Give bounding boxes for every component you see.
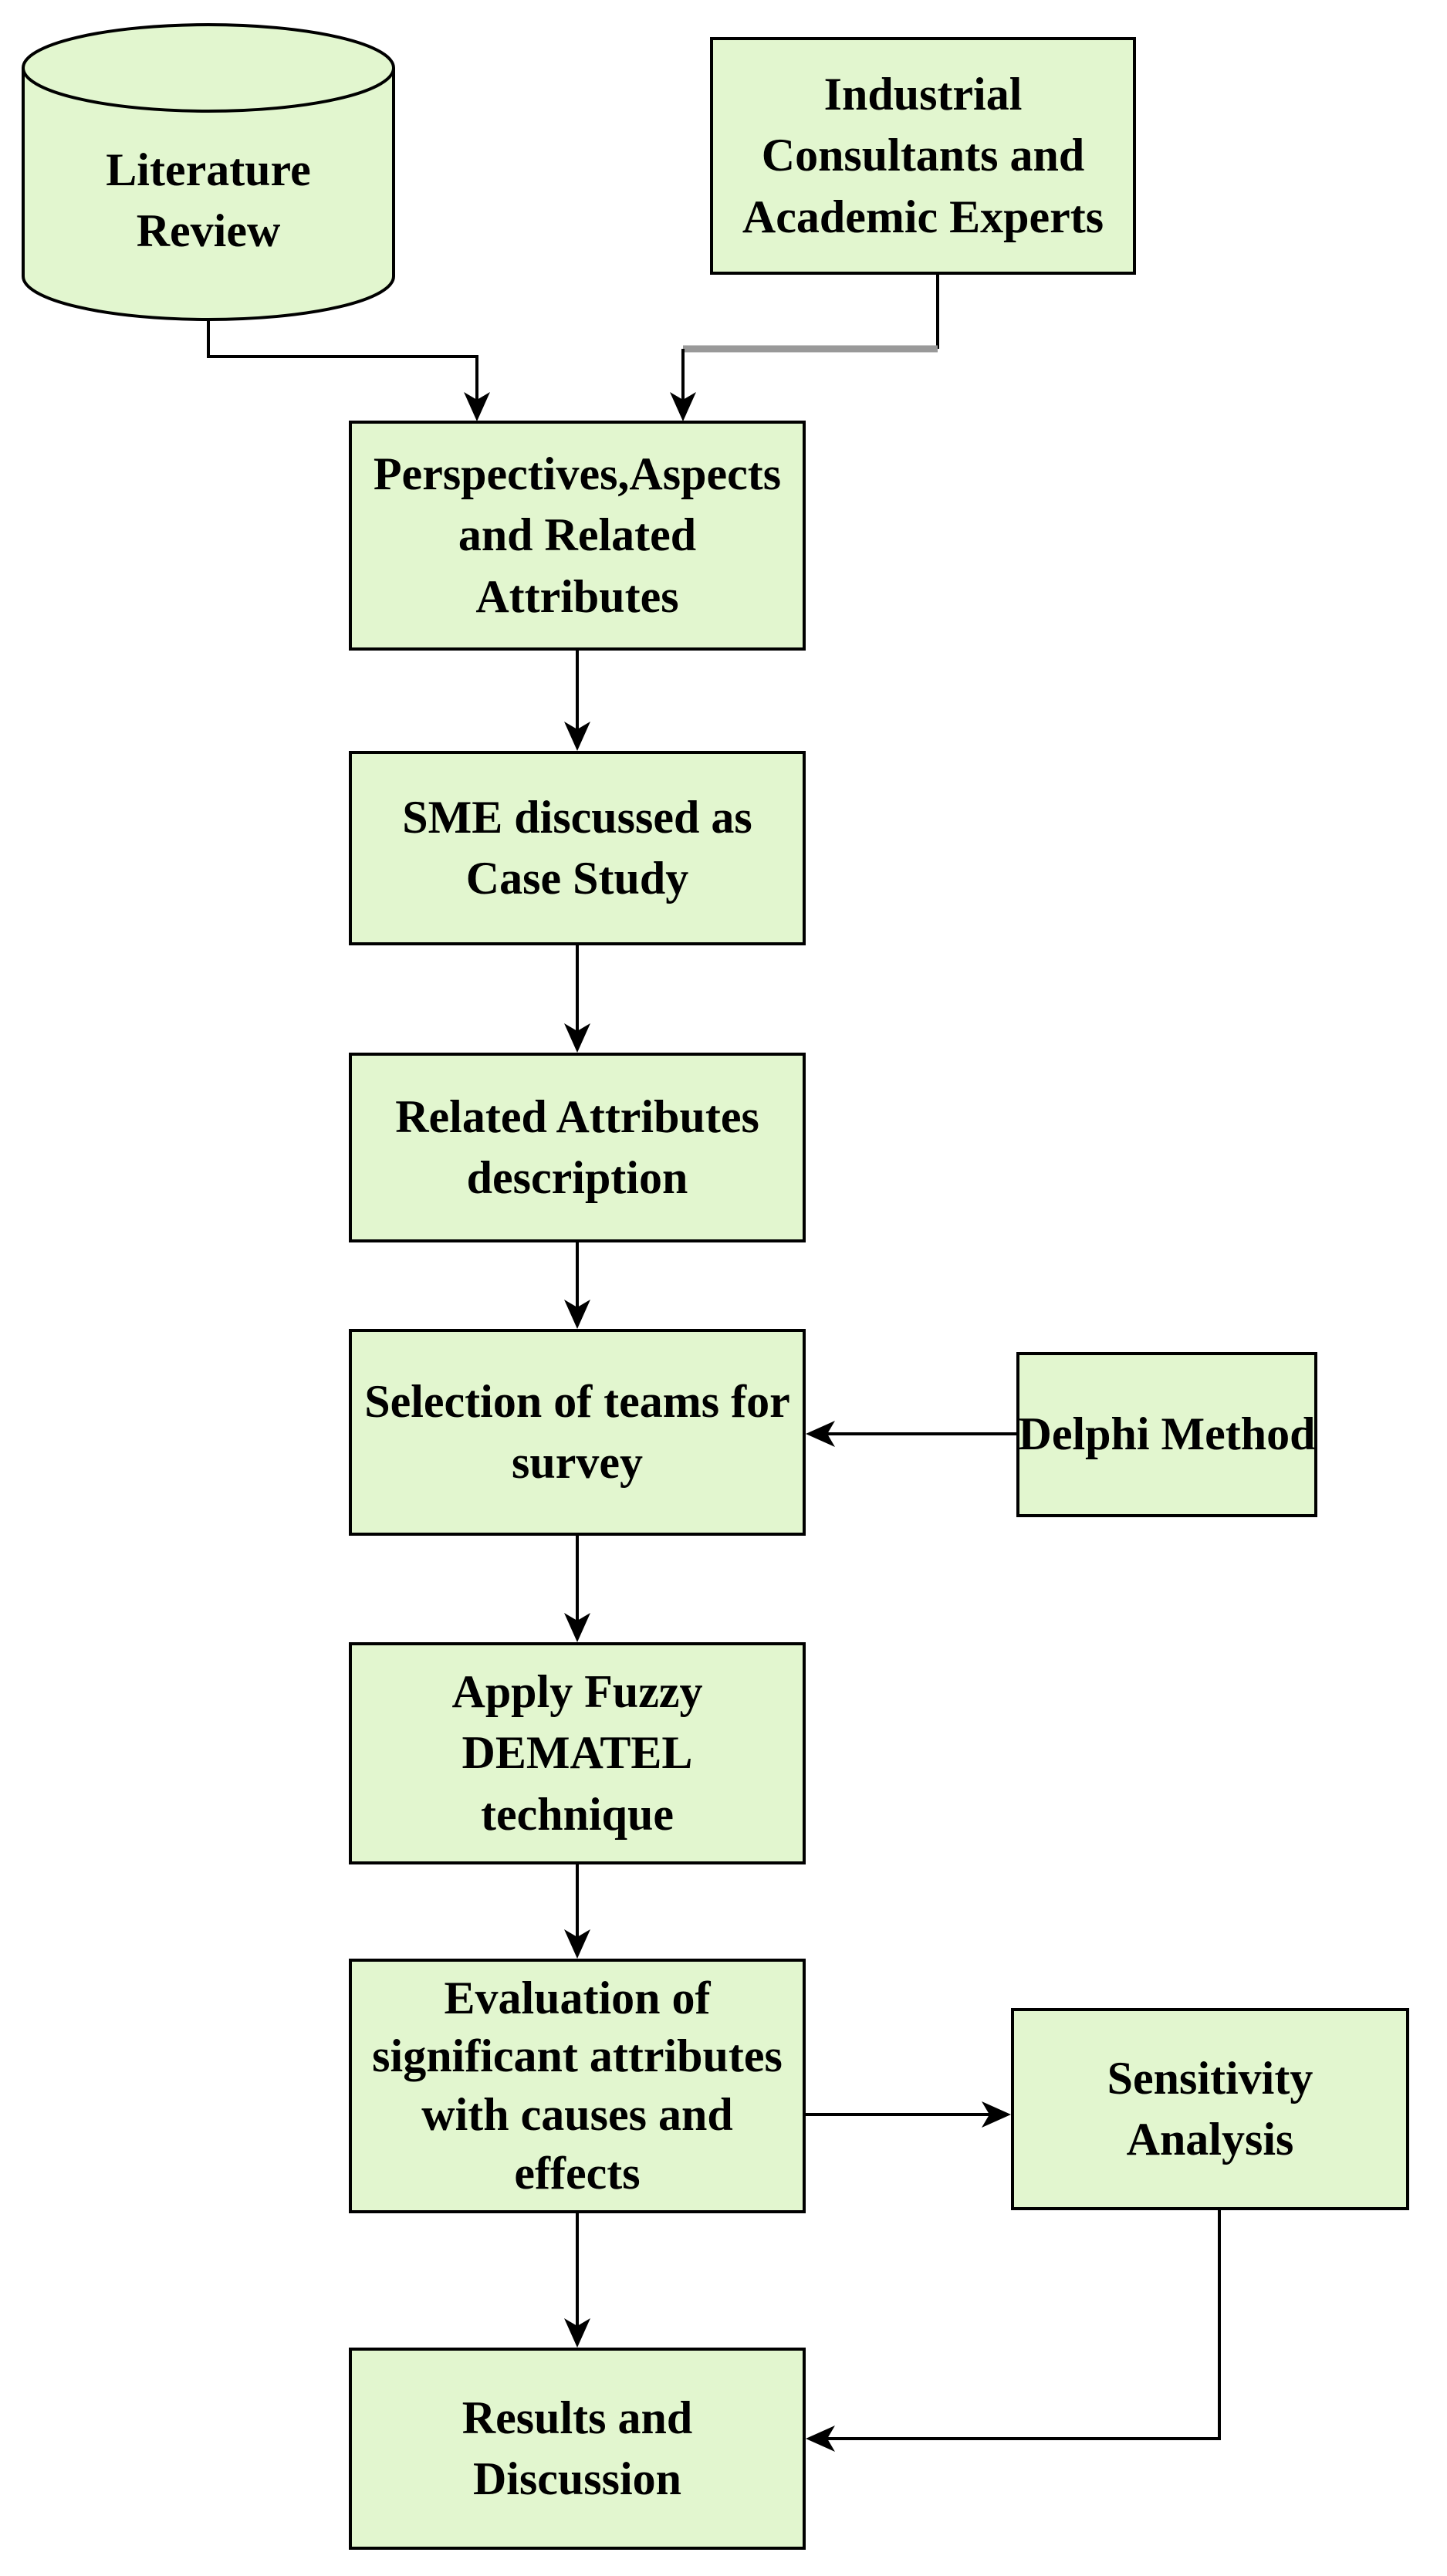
node-selection-of-teams: Selection of teams for survey — [349, 1329, 806, 1536]
edge-selection-to-fuzzy — [564, 1536, 590, 1642]
node-label: Selection of teams for survey — [364, 1375, 790, 1488]
node-literature-review: Literature Review — [23, 100, 394, 301]
node-apply-fuzzy-dematel: Apply Fuzzy DEMATEL technique — [349, 1642, 806, 1864]
node-label: Perspectives,Aspects and Related Attribu… — [373, 448, 782, 622]
node-industrial-consultants: Industrial Consultants and Academic Expe… — [710, 37, 1136, 275]
node-label: Industrial Consultants and Academic Expe… — [742, 69, 1104, 242]
node-label: Results and Discussion — [461, 2392, 693, 2504]
edge-sme-to-related — [564, 945, 590, 1053]
edge-experts-to-perspectives — [670, 275, 939, 421]
edge-fuzzy-to-evaluation — [564, 1864, 590, 1959]
node-results-discussion: Results and Discussion — [349, 2348, 806, 2550]
node-perspectives-aspects: Perspectives,Aspects and Related Attribu… — [349, 421, 806, 651]
node-label: Related Attributes description — [395, 1090, 759, 1203]
node-label: Delphi Method — [1018, 1408, 1316, 1460]
edge-evaluation-to-sensitivity — [806, 2101, 1011, 2128]
edge-related-to-selection — [564, 1242, 590, 1329]
node-sme-case-study: SME discussed as Case Study — [349, 751, 806, 945]
node-label: SME discussed as Case Study — [402, 791, 752, 904]
node-label: Evaluation of significant attributes wit… — [372, 1972, 783, 2199]
cylinder-shape — [22, 23, 395, 321]
node-evaluation-attributes: Evaluation of significant attributes wit… — [349, 1959, 806, 2213]
node-label: Literature Review — [106, 144, 311, 256]
node-sensitivity-analysis: Sensitivity Analysis — [1011, 2008, 1409, 2210]
edge-perspectives-to-sme — [564, 651, 590, 751]
edge-literature-to-perspectives — [207, 319, 490, 421]
node-related-attributes: Related Attributes description — [349, 1053, 806, 1242]
node-delphi-method: Delphi Method — [1016, 1352, 1317, 1517]
node-label: Apply Fuzzy DEMATEL technique — [451, 1666, 703, 1840]
edge-sensitivity-to-results — [806, 2210, 1221, 2452]
edge-delphi-to-selection — [806, 1421, 1016, 1447]
edge-evaluation-to-results — [564, 2213, 590, 2348]
node-label: Sensitivity Analysis — [1107, 2052, 1313, 2165]
